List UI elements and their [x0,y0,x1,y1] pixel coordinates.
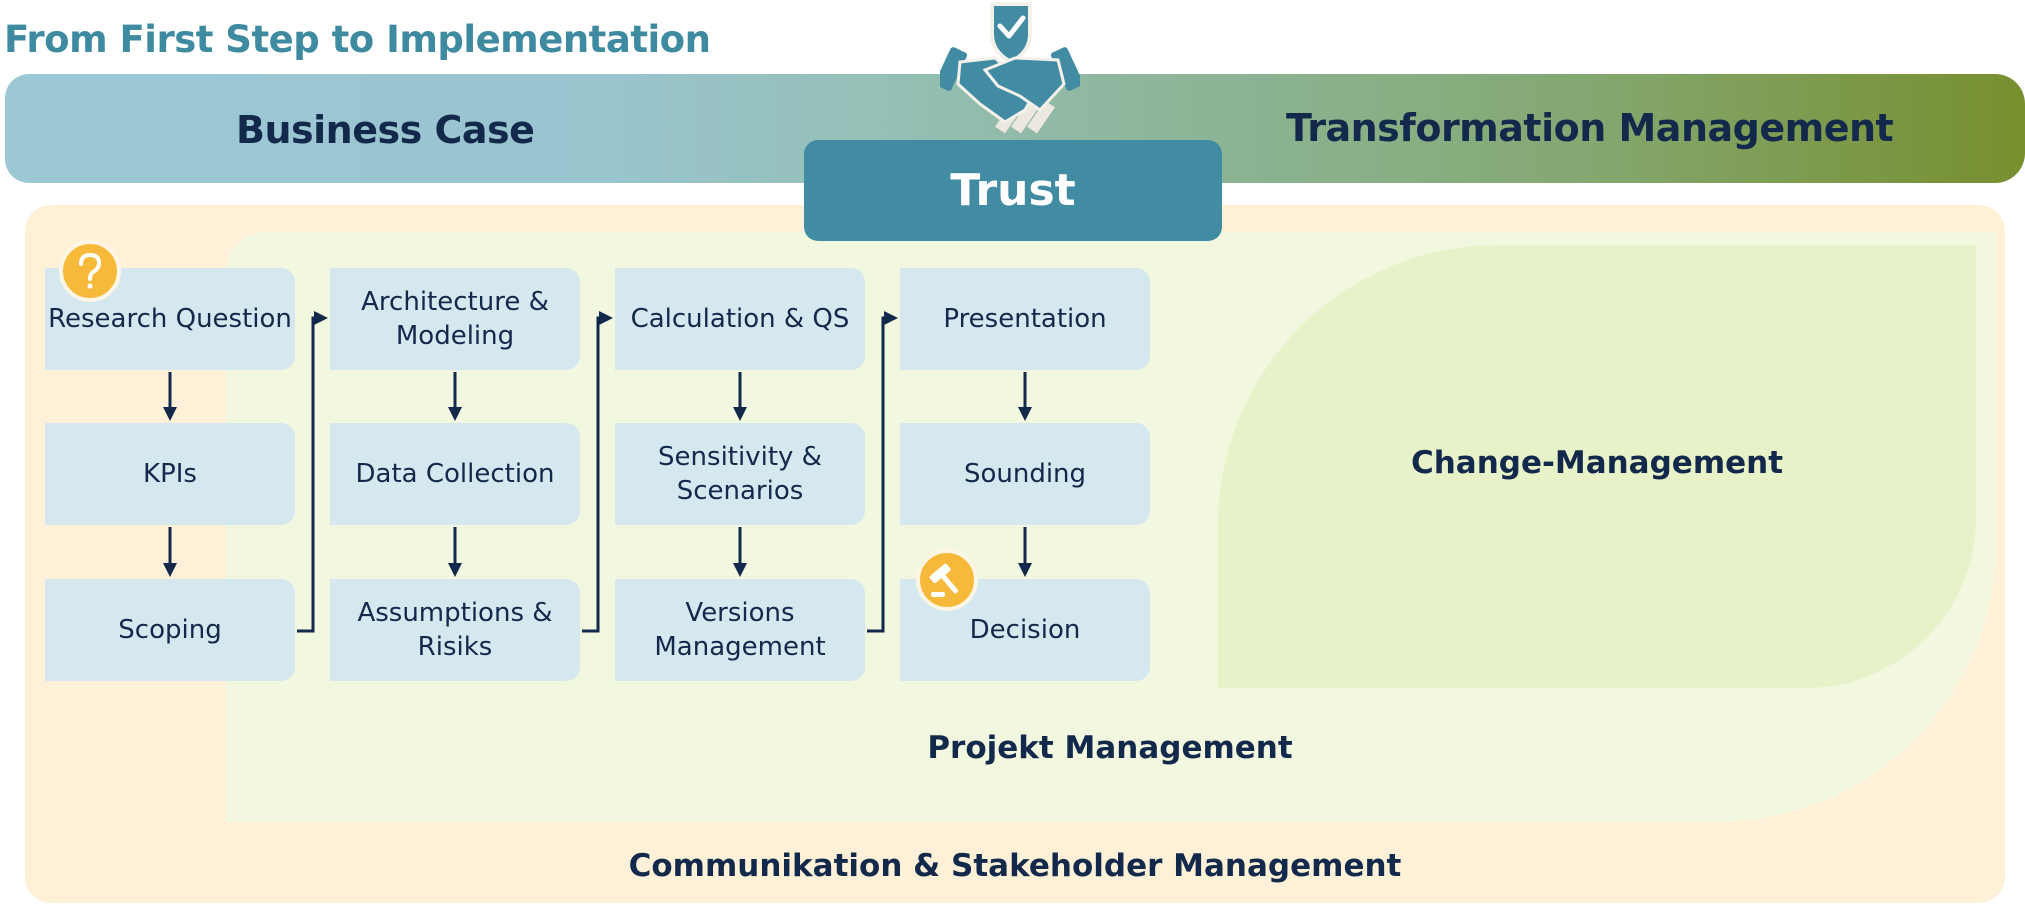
project-management-label: Projekt Management [927,730,1293,766]
handshake-shield-icon [940,2,1080,134]
process-step: Data Collection [330,423,580,525]
page-title: From First Step to Implementation [4,18,711,61]
process-step-label: Versions Management [654,598,826,662]
process-step: Architecture & Modeling [330,268,580,370]
process-step: Research Question [45,268,295,370]
process-step-label: Decision [969,615,1081,645]
process-step-label: Presentation [943,304,1107,334]
process-step-label: Scoping [118,615,222,645]
gavel-icon [916,549,978,611]
process-step-label: Research Question [48,304,292,334]
question-mark-icon [59,240,121,302]
process-step: Sensitivity & Scenarios [615,423,865,525]
transformation-management-label: Transformation Management [1286,106,1894,150]
process-step-label: Data Collection [355,459,555,489]
process-step: KPIs [45,423,295,525]
process-step-label: Sounding [963,459,1087,489]
change-management-label: Change-Management [1410,445,1784,481]
process-step-label: Architecture & Modeling [361,287,549,351]
process-step-label: Sensitivity & Scenarios [658,442,822,506]
process-step-label: Calculation & QS [630,304,850,334]
communication-stakeholder-label: Communikation & Stakeholder Management [628,848,1402,884]
change-management-layer [1218,245,1976,688]
trust-label: Trust [950,165,1076,216]
process-step: Assumptions & Risiks [330,579,580,681]
trust-box: Trust [804,140,1222,241]
business-case-label: Business Case [236,108,535,152]
process-step-label: Assumptions & Risiks [357,598,553,662]
process-step: Sounding [900,423,1150,525]
process-step: Presentation [900,268,1150,370]
process-step: Versions Management [615,579,865,681]
process-step: Calculation & QS [615,268,865,370]
process-step-label: KPIs [143,459,197,489]
process-step: Scoping [45,579,295,681]
